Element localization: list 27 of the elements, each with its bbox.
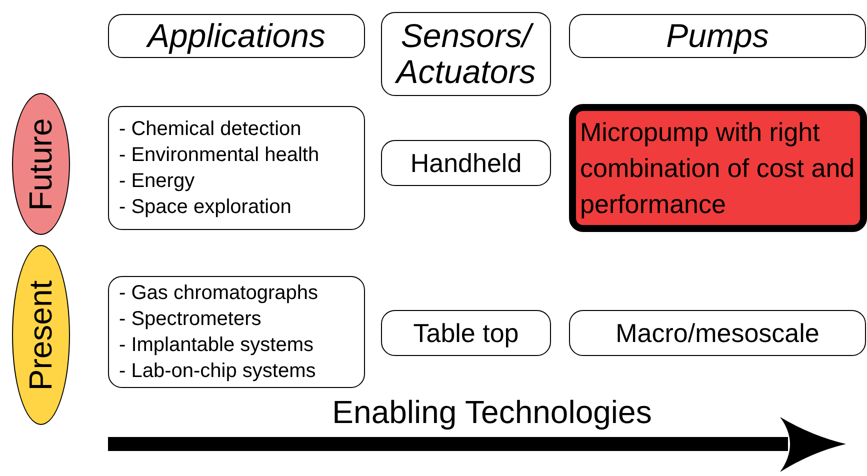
heading-box — [569, 14, 866, 58]
rounded-box — [569, 310, 866, 356]
box-label: Handheld — [410, 148, 522, 178]
list-item: - Spectrometers — [119, 307, 262, 332]
box-label: Micropump with right combination of cost and performance — [580, 116, 856, 221]
list-box — [108, 276, 365, 388]
box-label: Macro/mesoscale — [616, 318, 820, 348]
row-label: Present — [22, 280, 60, 390]
list-item: - Implantable systems — [119, 333, 314, 358]
column-heading: Applications — [148, 18, 326, 54]
heading-box — [381, 12, 551, 96]
list-item: - Environmental health — [119, 143, 320, 168]
rounded-box — [381, 140, 551, 186]
column-heading: Sensors/ Actuators — [394, 18, 537, 90]
list-item: - Gas chromatographs — [119, 281, 318, 306]
list-item: - Lab-on-chip systems — [119, 359, 316, 384]
highlighted-box — [569, 104, 867, 232]
list-box — [108, 106, 365, 230]
row-label: Future — [22, 118, 60, 210]
list-item: - Chemical detection — [119, 117, 302, 142]
rounded-box — [381, 310, 551, 356]
list-item: - Energy — [119, 169, 195, 194]
heading-box — [108, 14, 365, 58]
column-heading: Pumps — [666, 18, 769, 54]
axis-caption: Enabling Technologies — [332, 394, 652, 430]
list-item: - Space exploration — [119, 195, 292, 220]
box-label: Table top — [413, 318, 519, 348]
